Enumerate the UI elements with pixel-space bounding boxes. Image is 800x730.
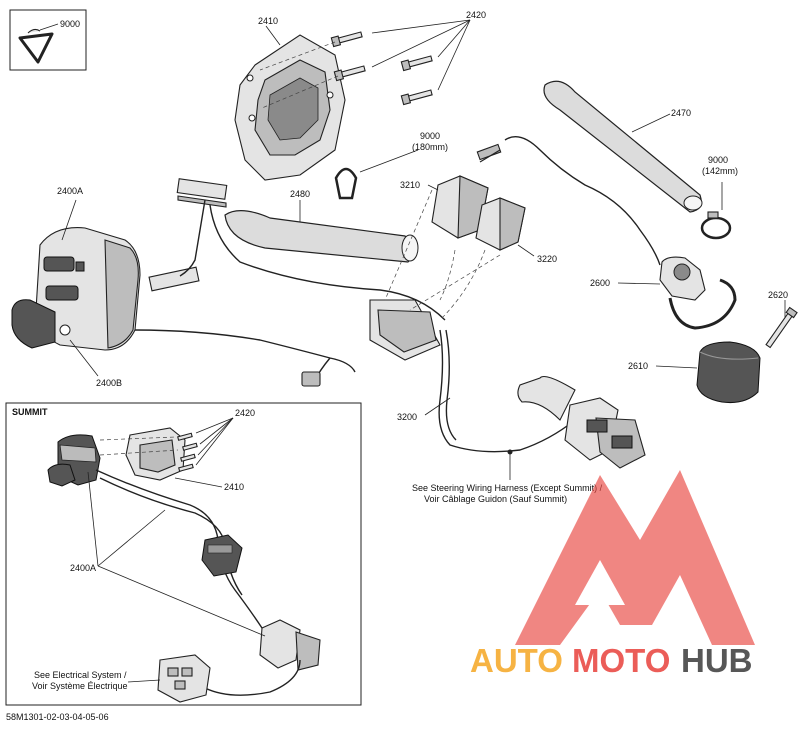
heater-grip-2600: 2600 bbox=[590, 256, 737, 330]
clamp-9000-142: 9000 (142mm) bbox=[700, 155, 738, 240]
callout-9000-b-size: (142mm) bbox=[702, 166, 738, 176]
watermark-hub: HUB bbox=[681, 642, 753, 679]
pin-2620: 2620 bbox=[765, 290, 798, 349]
summit-callout-2400A: 2400A bbox=[70, 563, 96, 573]
callout-2480: 2480 bbox=[290, 189, 310, 199]
clamp-head bbox=[27, 28, 41, 34]
harness-3200: 3200 See Steering Wiring Harness (Except… bbox=[369, 189, 646, 504]
clamp-icon bbox=[18, 32, 54, 64]
callout-9000-a: 9000 bbox=[420, 131, 440, 141]
summit-inset: SUMMIT 2420 2410 bbox=[5, 402, 362, 706]
wire-connector-left bbox=[148, 178, 446, 321]
summit-title: SUMMIT bbox=[12, 407, 48, 417]
callout-2410: 2410 bbox=[258, 16, 278, 26]
callout-9000-b: 9000 bbox=[708, 155, 728, 165]
diagram-id: 58M1301-02-03-04-05-06 bbox=[6, 712, 109, 722]
callout-2400A: 2400A bbox=[57, 186, 83, 196]
summit-callout-2420: 2420 bbox=[235, 408, 255, 418]
summit-note-electrical-line1: See Electrical System / bbox=[34, 670, 127, 680]
watermark-auto: AUTO bbox=[470, 642, 563, 679]
summit-callout-2410: 2410 bbox=[224, 482, 244, 492]
summit-note-electrical-line2: Voir Système Électrique bbox=[32, 681, 128, 691]
watermark-moto: MOTO bbox=[572, 642, 670, 679]
switch-assembly-2400: 2400A 2400B bbox=[11, 186, 356, 388]
wire-plug-top bbox=[476, 136, 661, 266]
callout-2470: 2470 bbox=[671, 108, 691, 118]
callout-2610: 2610 bbox=[628, 361, 648, 371]
hose-2480: 2480 bbox=[224, 189, 419, 263]
connector-3210: 3210 bbox=[400, 175, 489, 239]
screws-2420: 2420 bbox=[259, 10, 486, 109]
callout-9000-top: 9000 bbox=[60, 19, 80, 29]
callout-2600: 2600 bbox=[590, 278, 610, 288]
clamp-9000-180: 9000 (180mm) bbox=[334, 131, 448, 200]
cover-2610: 2610 bbox=[628, 341, 761, 403]
watermark-m-triangle-icon bbox=[515, 470, 755, 645]
callout-3200: 3200 bbox=[397, 412, 417, 422]
watermark-logo: AUTO MOTO HUB bbox=[470, 470, 755, 679]
hose-2470: 2470 bbox=[543, 80, 703, 213]
callout-9000-a-size: (180mm) bbox=[412, 142, 448, 152]
callout-2620: 2620 bbox=[768, 290, 788, 300]
note-steering-line1: See Steering Wiring Harness (Except Summ… bbox=[412, 483, 603, 493]
callout-2420: 2420 bbox=[466, 10, 486, 20]
inset-clamp-9000: 9000 bbox=[9, 9, 87, 71]
callout-2400B: 2400B bbox=[96, 378, 122, 388]
callout-3210: 3210 bbox=[400, 180, 420, 190]
connector-3220: 3220 bbox=[475, 197, 557, 264]
housing-2410: 2410 bbox=[234, 16, 346, 181]
note-steering-line2: Voir Câblage Guidon (Sauf Summit) bbox=[424, 494, 567, 504]
callout-3220: 3220 bbox=[537, 254, 557, 264]
